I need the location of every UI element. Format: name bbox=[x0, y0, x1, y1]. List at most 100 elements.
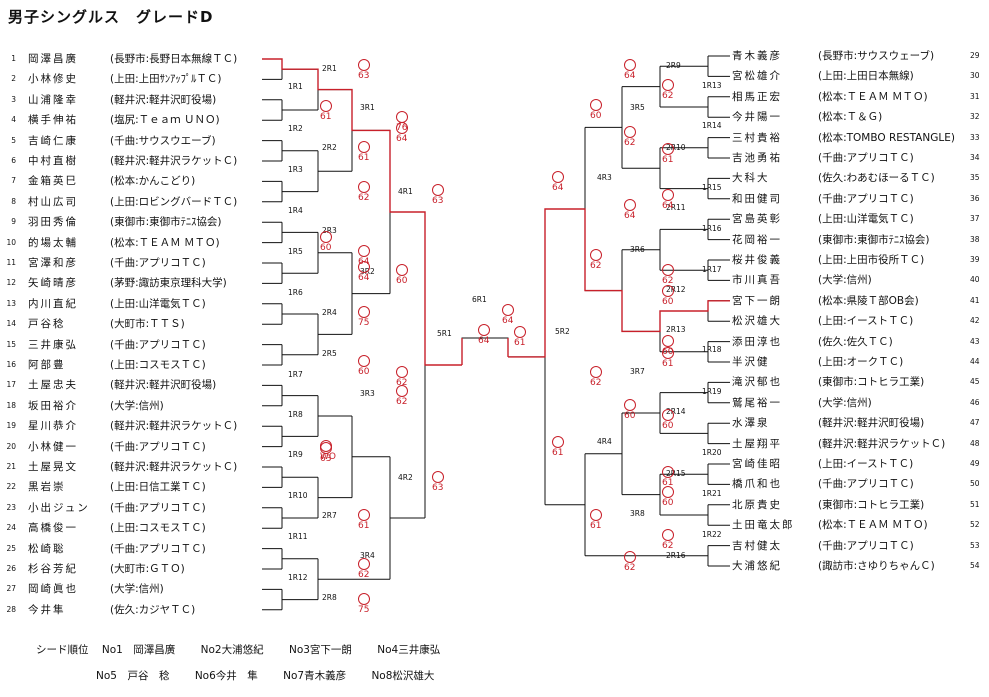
player-club: (上田:オークＴＣ) bbox=[818, 356, 904, 368]
player-num: 47 bbox=[970, 418, 980, 428]
player-name: 坂田裕介 bbox=[28, 399, 78, 412]
winner-mark bbox=[358, 355, 370, 367]
player-club: (軽井沢:軽井沢ラケットＣ) bbox=[818, 437, 946, 450]
player-row: 18 坂田裕介 (大学:信州) bbox=[2, 397, 254, 415]
match-score: 61 bbox=[514, 338, 525, 348]
round-label: 2R10 bbox=[666, 143, 686, 152]
player-club: (茅野:諏訪東京理科大学) bbox=[110, 277, 227, 290]
winner-mark bbox=[624, 126, 636, 138]
player-name: 金箱英巳 bbox=[28, 175, 78, 188]
match-score: 60 bbox=[662, 421, 674, 431]
player-num: 45 bbox=[970, 377, 980, 387]
player-club: (軽井沢:軽井沢町役場) bbox=[110, 93, 217, 106]
bracket-line bbox=[389, 456, 425, 580]
match-score: 64 bbox=[502, 316, 514, 326]
player-num: 15 bbox=[6, 339, 16, 349]
player-name: 杉谷芳紀 bbox=[28, 563, 78, 575]
bracket-line bbox=[660, 464, 709, 485]
player-club: (長野市:長野日本無線ＴＣ) bbox=[110, 53, 238, 65]
match-score: 62 bbox=[662, 541, 673, 551]
match-score: 60 bbox=[662, 297, 674, 307]
winner-mark bbox=[358, 261, 370, 273]
page-title: 男子シングルス グレードD bbox=[8, 8, 214, 26]
player-club: (千曲:アプリコＴＣ) bbox=[110, 257, 206, 269]
winner-mark bbox=[432, 471, 444, 483]
player-num: 27 bbox=[6, 584, 16, 594]
player-num: 18 bbox=[6, 400, 16, 410]
player-num: 43 bbox=[970, 336, 980, 346]
player-name: 花岡裕一 bbox=[732, 233, 782, 246]
match-score: 60 bbox=[358, 367, 370, 377]
winner-mark bbox=[662, 79, 674, 91]
player-name: 宮崎佳昭 bbox=[732, 458, 782, 470]
player-club: (佐久:カジヤＴＣ) bbox=[110, 603, 196, 616]
player-name: 的場太輔 bbox=[28, 236, 78, 249]
player-club: (東御市:東御市ﾃﾆｽ協会) bbox=[818, 233, 930, 246]
match-score: 76 bbox=[396, 123, 408, 133]
round-label: 1R13 bbox=[702, 81, 722, 90]
round-label: 3R6 bbox=[630, 245, 645, 254]
match-score: 60 bbox=[396, 276, 408, 286]
bracket-line bbox=[660, 260, 709, 281]
player-num: 29 bbox=[970, 51, 980, 60]
round-label: 1R1 bbox=[288, 82, 303, 91]
player-club: (佐久:佐久ＴＣ) bbox=[818, 335, 893, 348]
player-club: (東御市:コトヒラ工業) bbox=[818, 376, 925, 389]
winner-mark bbox=[662, 285, 674, 297]
round-label: 3R5 bbox=[630, 103, 645, 112]
round-label: 1R5 bbox=[288, 247, 303, 256]
player-club: (千曲:アプリコＴＣ) bbox=[818, 539, 914, 552]
round-label: 1R21 bbox=[702, 489, 722, 498]
round-label: 2R7 bbox=[322, 511, 337, 520]
round-label: 1R11 bbox=[288, 532, 308, 541]
player-club: (佐久:わあむほーるＴＣ) bbox=[818, 172, 935, 185]
player-club: (大学:信州) bbox=[110, 399, 164, 412]
round-label: 2R8 bbox=[322, 593, 337, 602]
match-score: 60 bbox=[590, 111, 602, 121]
player-name: 相馬正宏 bbox=[732, 90, 782, 103]
round-label: 1R20 bbox=[702, 448, 722, 457]
player-name: 今井陽一 bbox=[732, 111, 782, 124]
player-num: 14 bbox=[6, 319, 16, 329]
bracket-line bbox=[622, 474, 661, 515]
winner-mark bbox=[662, 409, 674, 421]
round-label: 1R10 bbox=[288, 491, 308, 500]
bracket-line bbox=[281, 263, 318, 284]
seed-label: シード順位 bbox=[36, 644, 89, 656]
round-label: 5R2 bbox=[555, 327, 570, 336]
winner-mark bbox=[358, 141, 370, 153]
winner-mark bbox=[358, 59, 370, 71]
player-num: 39 bbox=[970, 255, 980, 264]
bracket-line bbox=[317, 150, 352, 192]
match-score: 63 bbox=[432, 483, 443, 493]
player-club: (千曲:アプリコＴＣ) bbox=[818, 192, 914, 205]
round-label: 1R2 bbox=[288, 124, 303, 133]
player-club: (上田:イーストＴＣ) bbox=[818, 458, 914, 470]
round-label: 2R9 bbox=[666, 61, 681, 70]
player-club: (軽井沢:軽井沢ラケットＣ) bbox=[110, 420, 238, 433]
player-name: 土屋晃文 bbox=[28, 461, 78, 473]
winner-mark bbox=[358, 306, 370, 318]
bracket-line bbox=[281, 181, 318, 202]
winner-line bbox=[508, 208, 730, 358]
player-num: 46 bbox=[970, 397, 980, 407]
player-num: 42 bbox=[970, 316, 980, 326]
player-name: 戸谷稔 bbox=[28, 318, 66, 331]
round-label: 2R16 bbox=[666, 551, 686, 560]
winner-mark bbox=[396, 385, 408, 397]
player-num: 22 bbox=[6, 482, 16, 492]
player-num: 49 bbox=[970, 459, 980, 468]
round-label: 4R2 bbox=[398, 473, 413, 482]
winner-mark bbox=[624, 399, 636, 411]
match-score: 61 bbox=[662, 155, 673, 165]
player-num: 48 bbox=[970, 438, 980, 448]
bracket-line bbox=[660, 56, 709, 77]
round-label: 1R15 bbox=[702, 183, 722, 192]
